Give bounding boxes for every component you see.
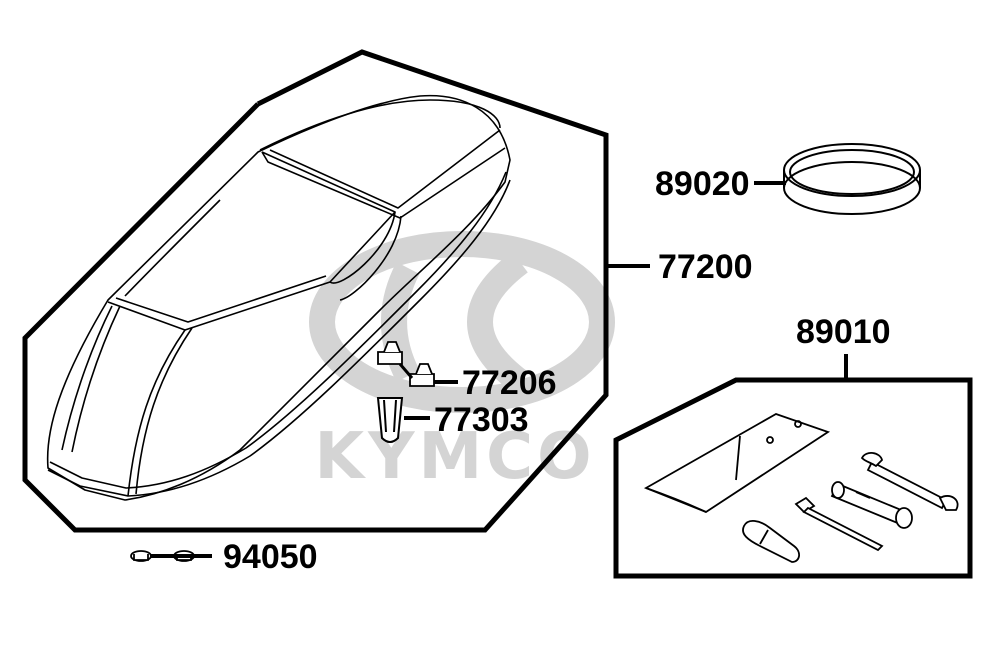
band-89020 (783, 143, 921, 215)
watermark-logo: KYMCO (309, 231, 615, 494)
part-number-77200: 77200 (658, 248, 753, 286)
seat-assembly-frame (22, 49, 609, 533)
part-number-89010: 89010 (796, 313, 891, 351)
part-number-77303: 77303 (434, 401, 529, 439)
seat-bumper-77206 (377, 341, 435, 387)
box-spanner (830, 481, 913, 529)
watermark-text: KYMCO (315, 420, 596, 494)
wrench (860, 452, 959, 511)
tool-kit-frame (613, 377, 973, 579)
seat-clip-77303 (376, 397, 404, 443)
seat (46, 94, 511, 501)
tool-bag (643, 413, 831, 514)
part-number-77206: 77206 (462, 364, 557, 402)
screwdriver-blade (794, 496, 884, 552)
screwdriver-handle (742, 520, 800, 563)
part-number-94050: 94050 (223, 538, 318, 576)
part-number-89020: 89020 (655, 165, 750, 203)
